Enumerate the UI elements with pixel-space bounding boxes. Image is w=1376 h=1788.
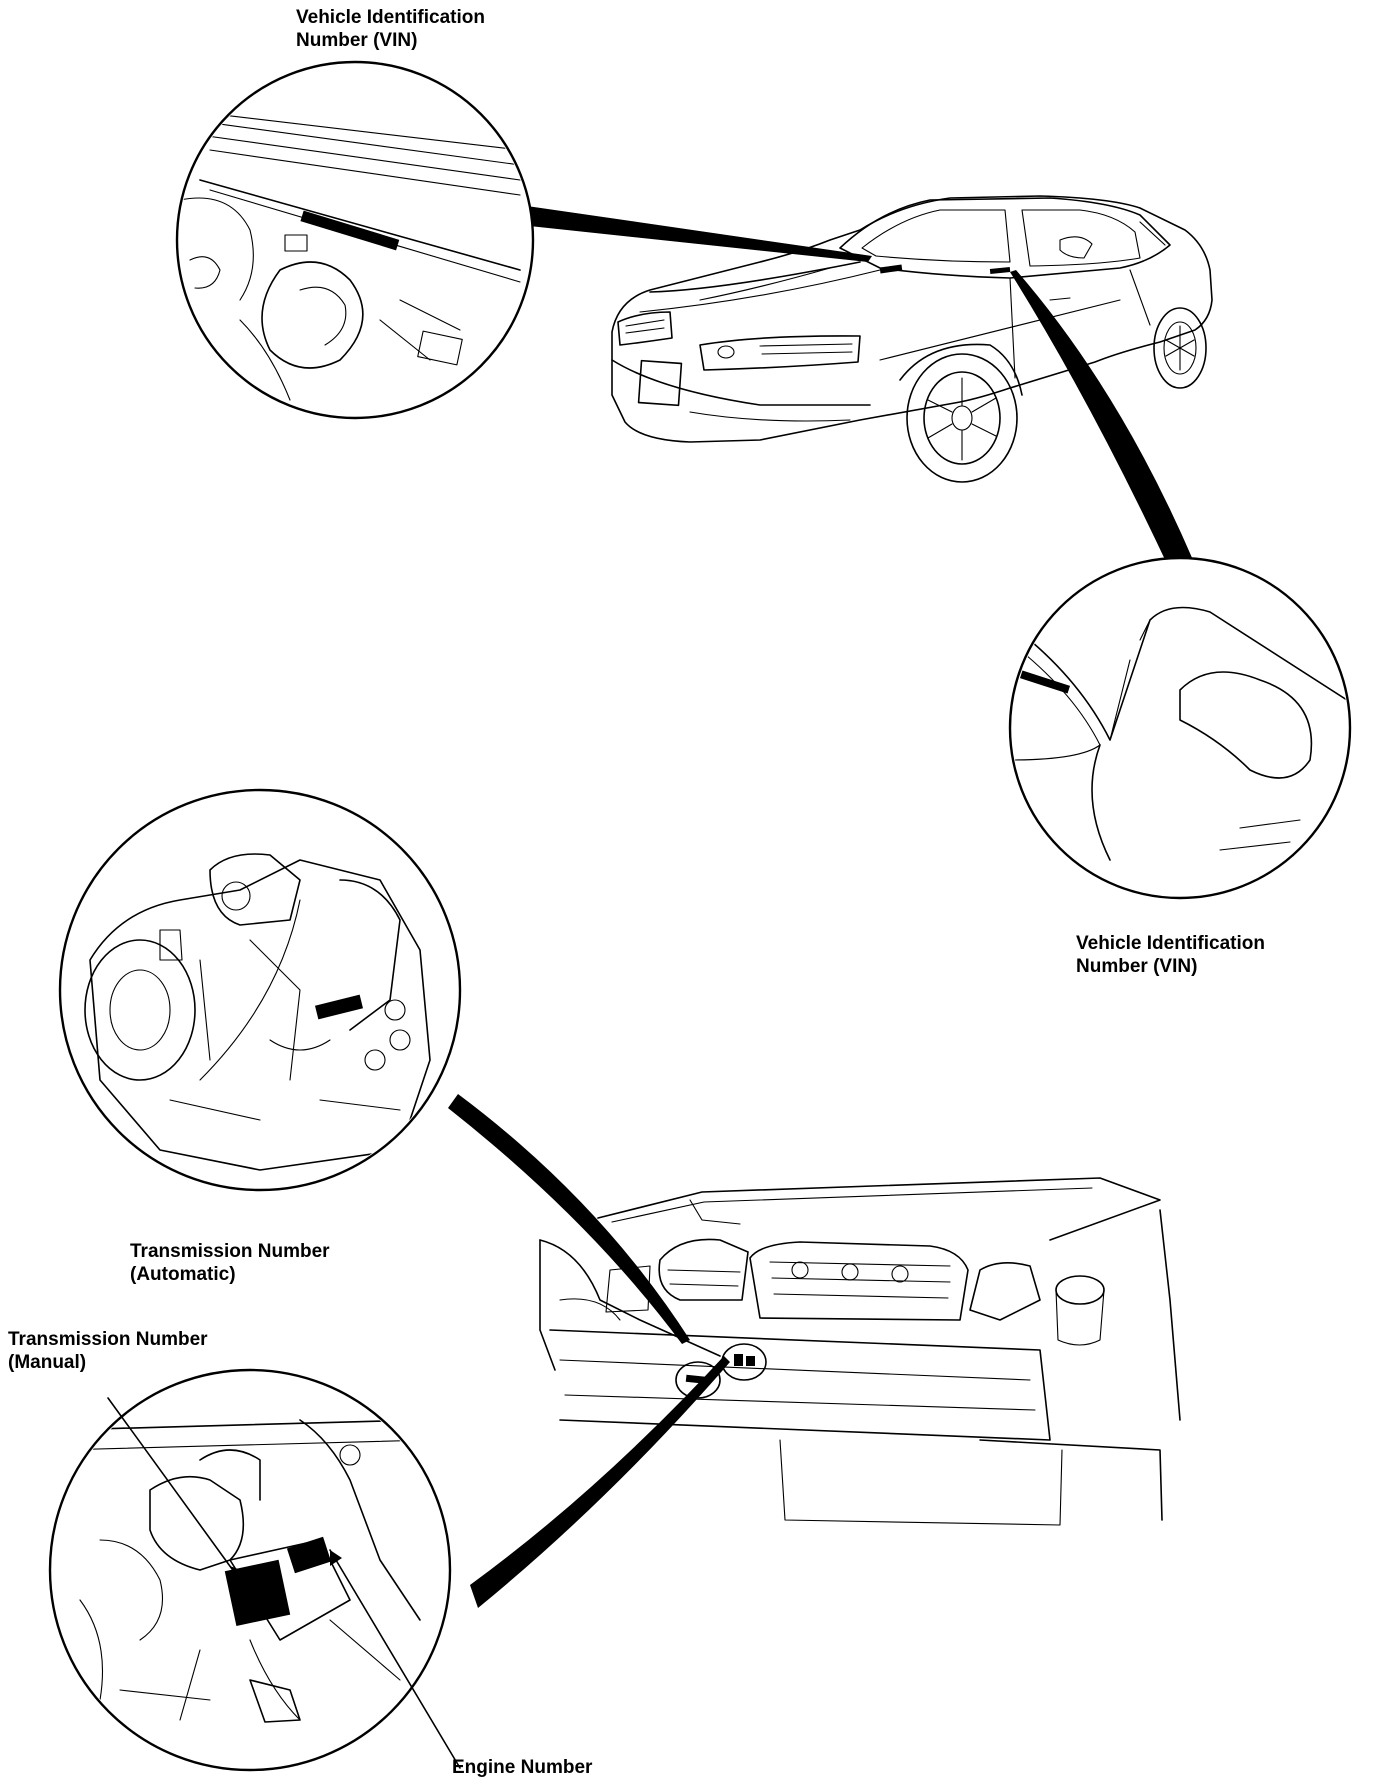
detail-circle-vin-top bbox=[175, 60, 535, 420]
connector-wedges bbox=[448, 205, 1193, 1608]
leader-engine bbox=[329, 1549, 461, 1769]
wedge-vin-top bbox=[520, 205, 872, 262]
wedge-trans-auto bbox=[448, 1094, 690, 1344]
label-vin-top: Vehicle Identification Number (VIN) bbox=[296, 6, 485, 52]
label-vin-right-line1: Vehicle Identification bbox=[1076, 933, 1265, 954]
label-trans-auto-line2: (Automatic) bbox=[130, 1264, 236, 1285]
detail-circle-trans-auto bbox=[58, 788, 462, 1192]
label-trans-manual: Transmission Number (Manual) bbox=[8, 1328, 208, 1374]
label-trans-manual-line2: (Manual) bbox=[8, 1352, 87, 1373]
label-trans-manual-line1: Transmission Number bbox=[8, 1329, 208, 1350]
label-engine-number: Engine Number bbox=[452, 1756, 592, 1779]
label-vin-right-line2: Number (VIN) bbox=[1076, 956, 1198, 977]
leader-trans-manual bbox=[107, 1397, 241, 1581]
label-trans-auto: Transmission Number (Automatic) bbox=[130, 1240, 330, 1286]
wedge-vin-right bbox=[1010, 270, 1193, 566]
label-vin-right: Vehicle Identification Number (VIN) bbox=[1076, 932, 1265, 978]
detail-circle-vin-right bbox=[1008, 556, 1352, 900]
label-trans-auto-line1: Transmission Number bbox=[130, 1241, 330, 1262]
label-vin-top-line1: Vehicle Identification bbox=[296, 7, 485, 28]
label-vin-top-line2: Number (VIN) bbox=[296, 30, 418, 51]
label-engine-number-text: Engine Number bbox=[452, 1757, 593, 1778]
car-illustration bbox=[611, 195, 1213, 483]
detail-circle-engine-manual bbox=[48, 1368, 461, 1772]
engine-bay-illustration bbox=[539, 1177, 1181, 1526]
wedge-engine bbox=[470, 1356, 730, 1608]
